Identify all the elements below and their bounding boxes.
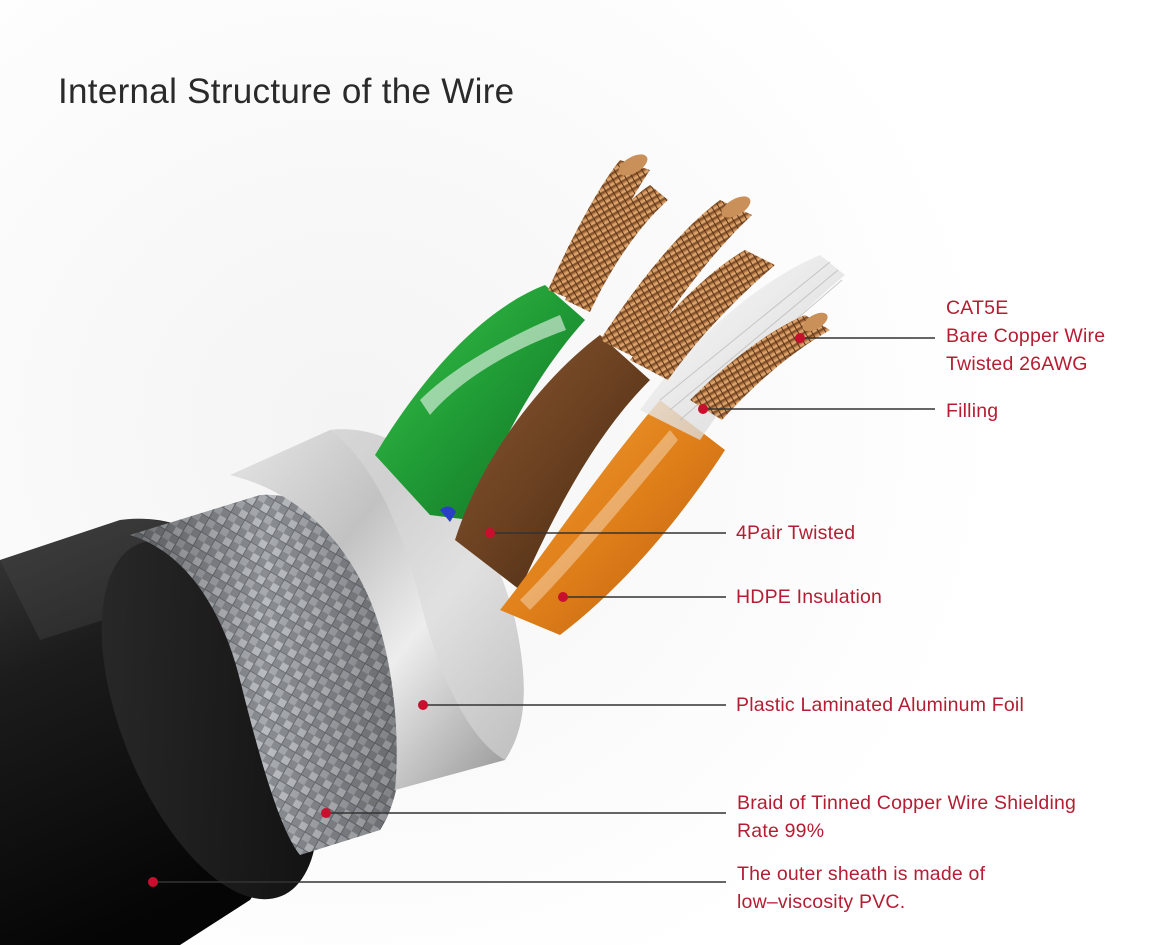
label-braid-line-1: Braid of Tinned Copper Wire Shielding <box>737 792 1077 814</box>
label-conductor-line-3: Twisted 26AWG <box>946 353 1088 375</box>
callout-dot-foil <box>418 700 428 710</box>
callout-dot-insulation <box>558 592 568 602</box>
copper-strands <box>548 154 830 420</box>
callout-dot-conductor <box>795 333 805 343</box>
label-filling: Filling <box>946 397 998 425</box>
label-sheath-line-2: low–viscosity PVC. <box>737 891 906 913</box>
label-conductor: CAT5E Bare Copper Wire Twisted 26AWG <box>946 294 1105 378</box>
callout-dot-braid <box>321 808 331 818</box>
label-insulation: HDPE Insulation <box>736 583 882 611</box>
label-sheath-line-1: The outer sheath is made of <box>737 863 986 885</box>
twisted-pairs <box>375 285 725 635</box>
callout-dot-sheath <box>148 877 158 887</box>
label-conductor-line-2: Bare Copper Wire <box>946 325 1106 347</box>
label-braid: Braid of Tinned Copper Wire Shielding Ra… <box>737 789 1076 845</box>
callout-dot-filling <box>698 404 708 414</box>
label-insulation-line-1: HDPE Insulation <box>736 586 883 608</box>
label-pairs: 4Pair Twisted <box>736 519 855 547</box>
page-title: Internal Structure of the Wire <box>58 72 515 111</box>
label-foil-line-1: Plastic Laminated Aluminum Foil <box>736 694 1024 716</box>
label-sheath: The outer sheath is made of low–viscosit… <box>737 860 985 916</box>
label-pairs-line-1: 4Pair Twisted <box>736 522 856 544</box>
callout-dot-pairs <box>485 528 495 538</box>
label-braid-line-2: Rate 99% <box>737 820 825 842</box>
braid-shield <box>130 494 403 855</box>
label-filling-line-1: Filling <box>946 400 999 422</box>
label-foil: Plastic Laminated Aluminum Foil <box>736 691 1024 719</box>
callouts <box>148 333 935 887</box>
label-conductor-line-1: CAT5E <box>946 297 1009 319</box>
